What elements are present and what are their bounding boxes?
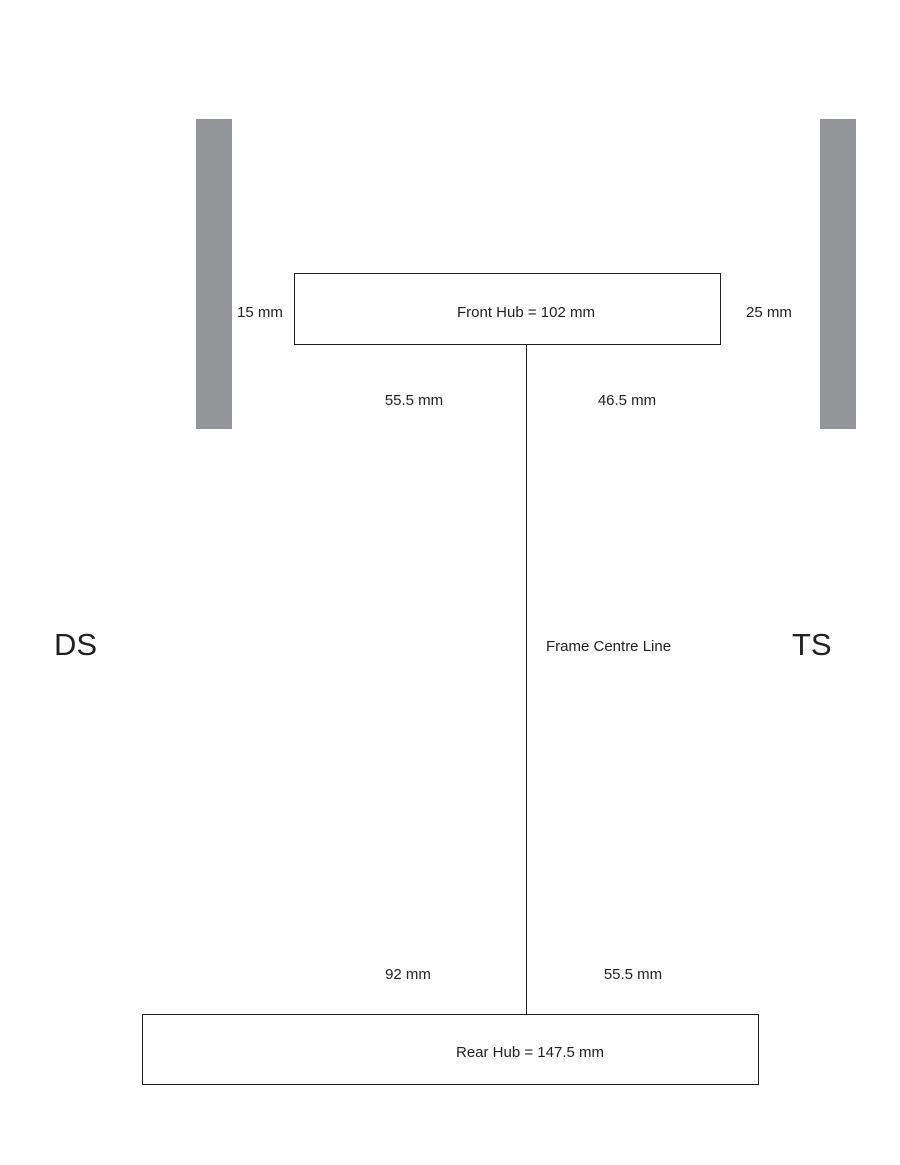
front-hub-box bbox=[294, 273, 721, 345]
frame-centre-line-label: Frame Centre Line bbox=[546, 638, 672, 655]
front-hub-label: Front Hub = 102 mm bbox=[457, 304, 595, 321]
frame-centre-line bbox=[525, 344, 527, 1015]
rear-left-of-centre-label: 92 mm bbox=[385, 966, 431, 983]
front-left-gap-label: 15 mm bbox=[237, 304, 283, 321]
non-drive-side-label: TS bbox=[792, 627, 832, 662]
rear-right-of-centre-label: 55.5 mm bbox=[603, 966, 663, 983]
front-left-of-centre-label: 55.5 mm bbox=[384, 392, 444, 409]
front-right-gap-label: 25 mm bbox=[746, 304, 792, 321]
right-fork-bar bbox=[820, 119, 856, 429]
drive-side-label: DS bbox=[54, 627, 98, 662]
rear-hub-box bbox=[142, 1014, 759, 1085]
rear-hub-label: Rear Hub = 147.5 mm bbox=[456, 1044, 604, 1061]
left-fork-bar bbox=[196, 119, 232, 429]
front-right-of-centre-label: 46.5 mm bbox=[597, 392, 657, 409]
